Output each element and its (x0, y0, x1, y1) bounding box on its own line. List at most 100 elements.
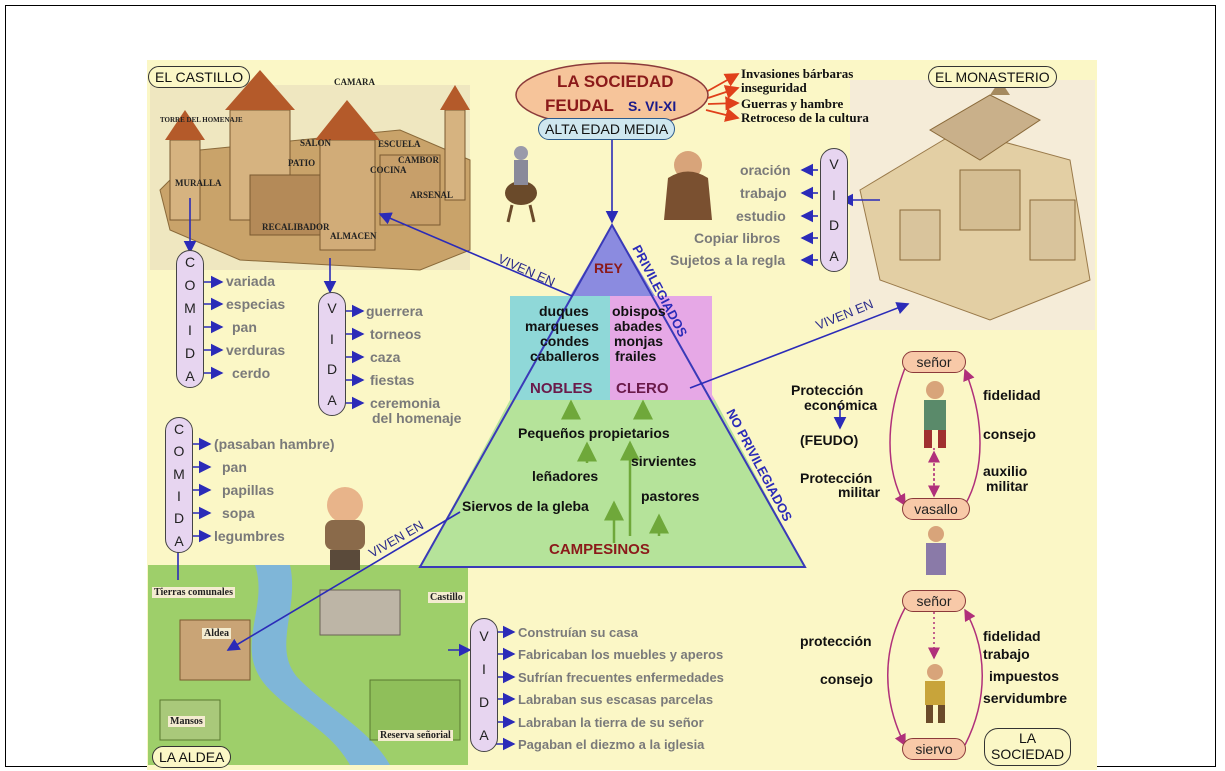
castle-label: CAMBOR (398, 155, 439, 165)
clero-member: frailes (615, 348, 657, 364)
rey-label: REY (594, 260, 623, 276)
knight-figure (505, 146, 537, 223)
senor-badge-top: señor (902, 351, 966, 373)
vida-letter: D (326, 361, 338, 378)
monastery-vida-arrows (800, 163, 818, 267)
village-vida-item: Labraban sus escasas parcelas (518, 692, 714, 707)
serf-figure (925, 664, 945, 723)
village-comida-arrows (192, 437, 212, 543)
castle-comida-item: pan (232, 319, 257, 335)
monastery-vida-item: estudio (736, 208, 786, 224)
castle-vida-item: fiestas (370, 372, 415, 388)
cause-item: Guerras y hambre (741, 96, 844, 111)
castle-vida-pill: V I D A (318, 292, 346, 416)
comida-letter: A (185, 367, 195, 384)
village-comida-item: sopa (222, 505, 255, 521)
cause-item: inseguridad (741, 80, 807, 95)
castle-label: SALON (300, 138, 332, 148)
castle-illustration (150, 70, 471, 271)
village-comida-item: legumbres (214, 528, 285, 544)
vida-letter: V (479, 627, 489, 644)
clero-member: monjas (614, 333, 664, 349)
castle-label: MURALLA (175, 178, 222, 188)
map-label: Mansos (168, 716, 205, 727)
village-vida-item: Labraban la tierra de su señor (518, 715, 704, 730)
castle-comida-arrows (203, 275, 224, 380)
clero-label: CLERO (616, 380, 669, 397)
pyramid-campesinos-band (420, 400, 805, 567)
relation-duty: auxilio (983, 463, 1028, 479)
village-vida-pill: V I D A (470, 618, 498, 752)
pyramid-support-arrows (561, 399, 669, 543)
vassal-figure (926, 526, 946, 575)
noble-member: condes (540, 333, 590, 349)
vida-letter: V (327, 300, 337, 317)
village-vida-item: Sufrían frecuentes enfermedades (518, 670, 724, 685)
cause-arrows (705, 73, 740, 122)
noble-member: marqueses (525, 318, 599, 334)
era-badge: ALTA EDAD MEDIA (538, 118, 676, 140)
monastery-illustration (850, 80, 1095, 330)
title-period: S. VI-XI (628, 98, 677, 114)
relation-duty: Protección (800, 470, 873, 486)
monastery-vida-item: Copiar libros (694, 230, 781, 246)
castle-comida-pill: C O M I D A (176, 250, 204, 388)
cause-item: Invasiones bárbaras (741, 66, 854, 81)
clero-member: abades (614, 318, 663, 334)
viven-en-castle-label: VIVEN EN (496, 251, 558, 289)
vida-letter: A (829, 247, 839, 264)
monastery-vida-item: oración (740, 162, 791, 178)
village-comida-pill: C O M I D A (165, 417, 193, 553)
vida-letter: I (832, 186, 836, 203)
castle-label: TORRE DEL HOMENAJE (160, 116, 243, 124)
lord-figure (924, 381, 946, 448)
comida-letter: I (188, 322, 192, 339)
relation-duty: consejo (820, 671, 873, 687)
village-comida-item: pan (222, 459, 247, 475)
castle-comida-item: cerdo (232, 365, 271, 381)
comida-letter: O (184, 276, 196, 293)
comida-letter: D (173, 510, 185, 527)
relation-duty: trabajo (983, 646, 1030, 662)
campesino-member: leñadores (532, 468, 599, 484)
pyramid-rey-band (570, 225, 655, 296)
vida-letter: D (478, 693, 490, 710)
comida-letter: C (184, 254, 196, 271)
comida-letter: M (184, 299, 196, 316)
comida-letter: M (173, 465, 185, 482)
campesino-member: Pequeños propietarios (518, 425, 670, 441)
relation-duty: (FEUDO) (800, 432, 859, 448)
comida-letter: D (184, 344, 196, 361)
relation-duty: Protección (791, 382, 864, 398)
title-line2: FEUDAL (545, 96, 614, 115)
clero-member: obispos (612, 303, 666, 319)
relation-duty: impuestos (989, 668, 1060, 684)
relation-duty: consejo (983, 426, 1036, 442)
relation-arrows (887, 367, 983, 747)
vasallo-badge: vasallo (902, 498, 970, 520)
monastery-vida-item: trabajo (740, 185, 787, 201)
castle-label: COCINA (370, 165, 407, 175)
pyramid-nobles-fill (510, 296, 610, 400)
castle-vida-item: del homenaje (372, 410, 462, 426)
campesino-member: pastores (641, 488, 700, 504)
castle-label: ESCUELA (378, 139, 421, 149)
village-vida-item: Pagaban el diezmo a la iglesia (518, 737, 705, 752)
castle-vida-arrows (345, 304, 365, 410)
vida-letter: V (829, 156, 839, 173)
comida-letter: A (174, 532, 184, 549)
map-label: Aldea (202, 628, 231, 639)
comida-letter: I (177, 488, 181, 505)
vida-letter: D (828, 217, 840, 234)
castle-comida-item: especias (226, 296, 286, 312)
castle-label: ARSENAL (410, 190, 454, 200)
cause-item: Retroceso de la cultura (741, 110, 869, 125)
viven-en-village-label: VIVEN EN (366, 517, 426, 560)
map-label: Reserva señorial (378, 730, 453, 741)
nobles-label: NOBLES (530, 380, 593, 397)
castle-comida-item: verduras (226, 342, 286, 358)
castle-label: RECALIBADOR (262, 222, 330, 232)
comida-letter: C (173, 421, 185, 438)
village-vida-arrows (496, 625, 516, 751)
